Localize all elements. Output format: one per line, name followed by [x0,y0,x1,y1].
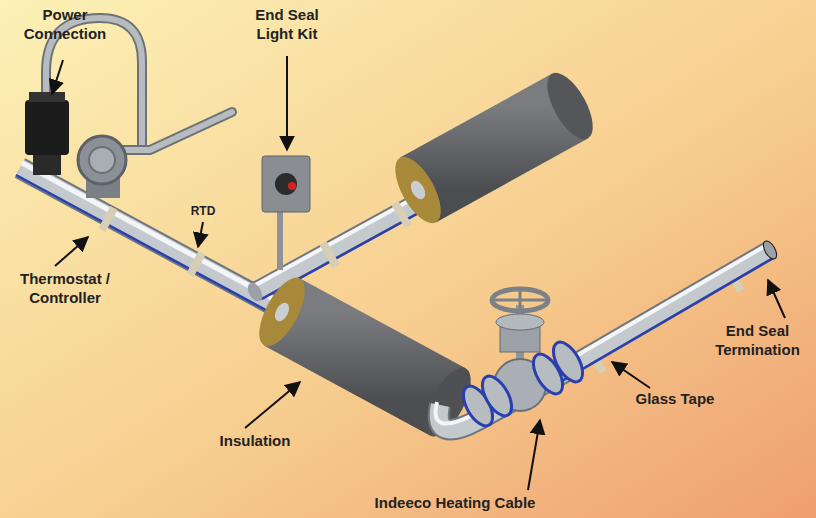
callout-label: Indeeco Heating Cable [340,494,570,513]
callout-label: End Seal Light Kit [237,6,337,44]
callout-label: RTD [183,204,223,219]
thermostat-housing [78,136,126,198]
valve [457,289,588,431]
power-box [25,92,69,175]
callout-label: Insulation [200,432,310,451]
callout-label: Glass Tape [620,390,730,409]
callout-label: End Seal Termination [700,322,815,360]
callout-label: Thermostat / Controller [5,270,125,308]
leader-arrows [52,56,785,490]
callout-label: Power Connection [10,6,120,44]
insulation-upper [386,66,602,230]
light-kit [262,156,310,270]
